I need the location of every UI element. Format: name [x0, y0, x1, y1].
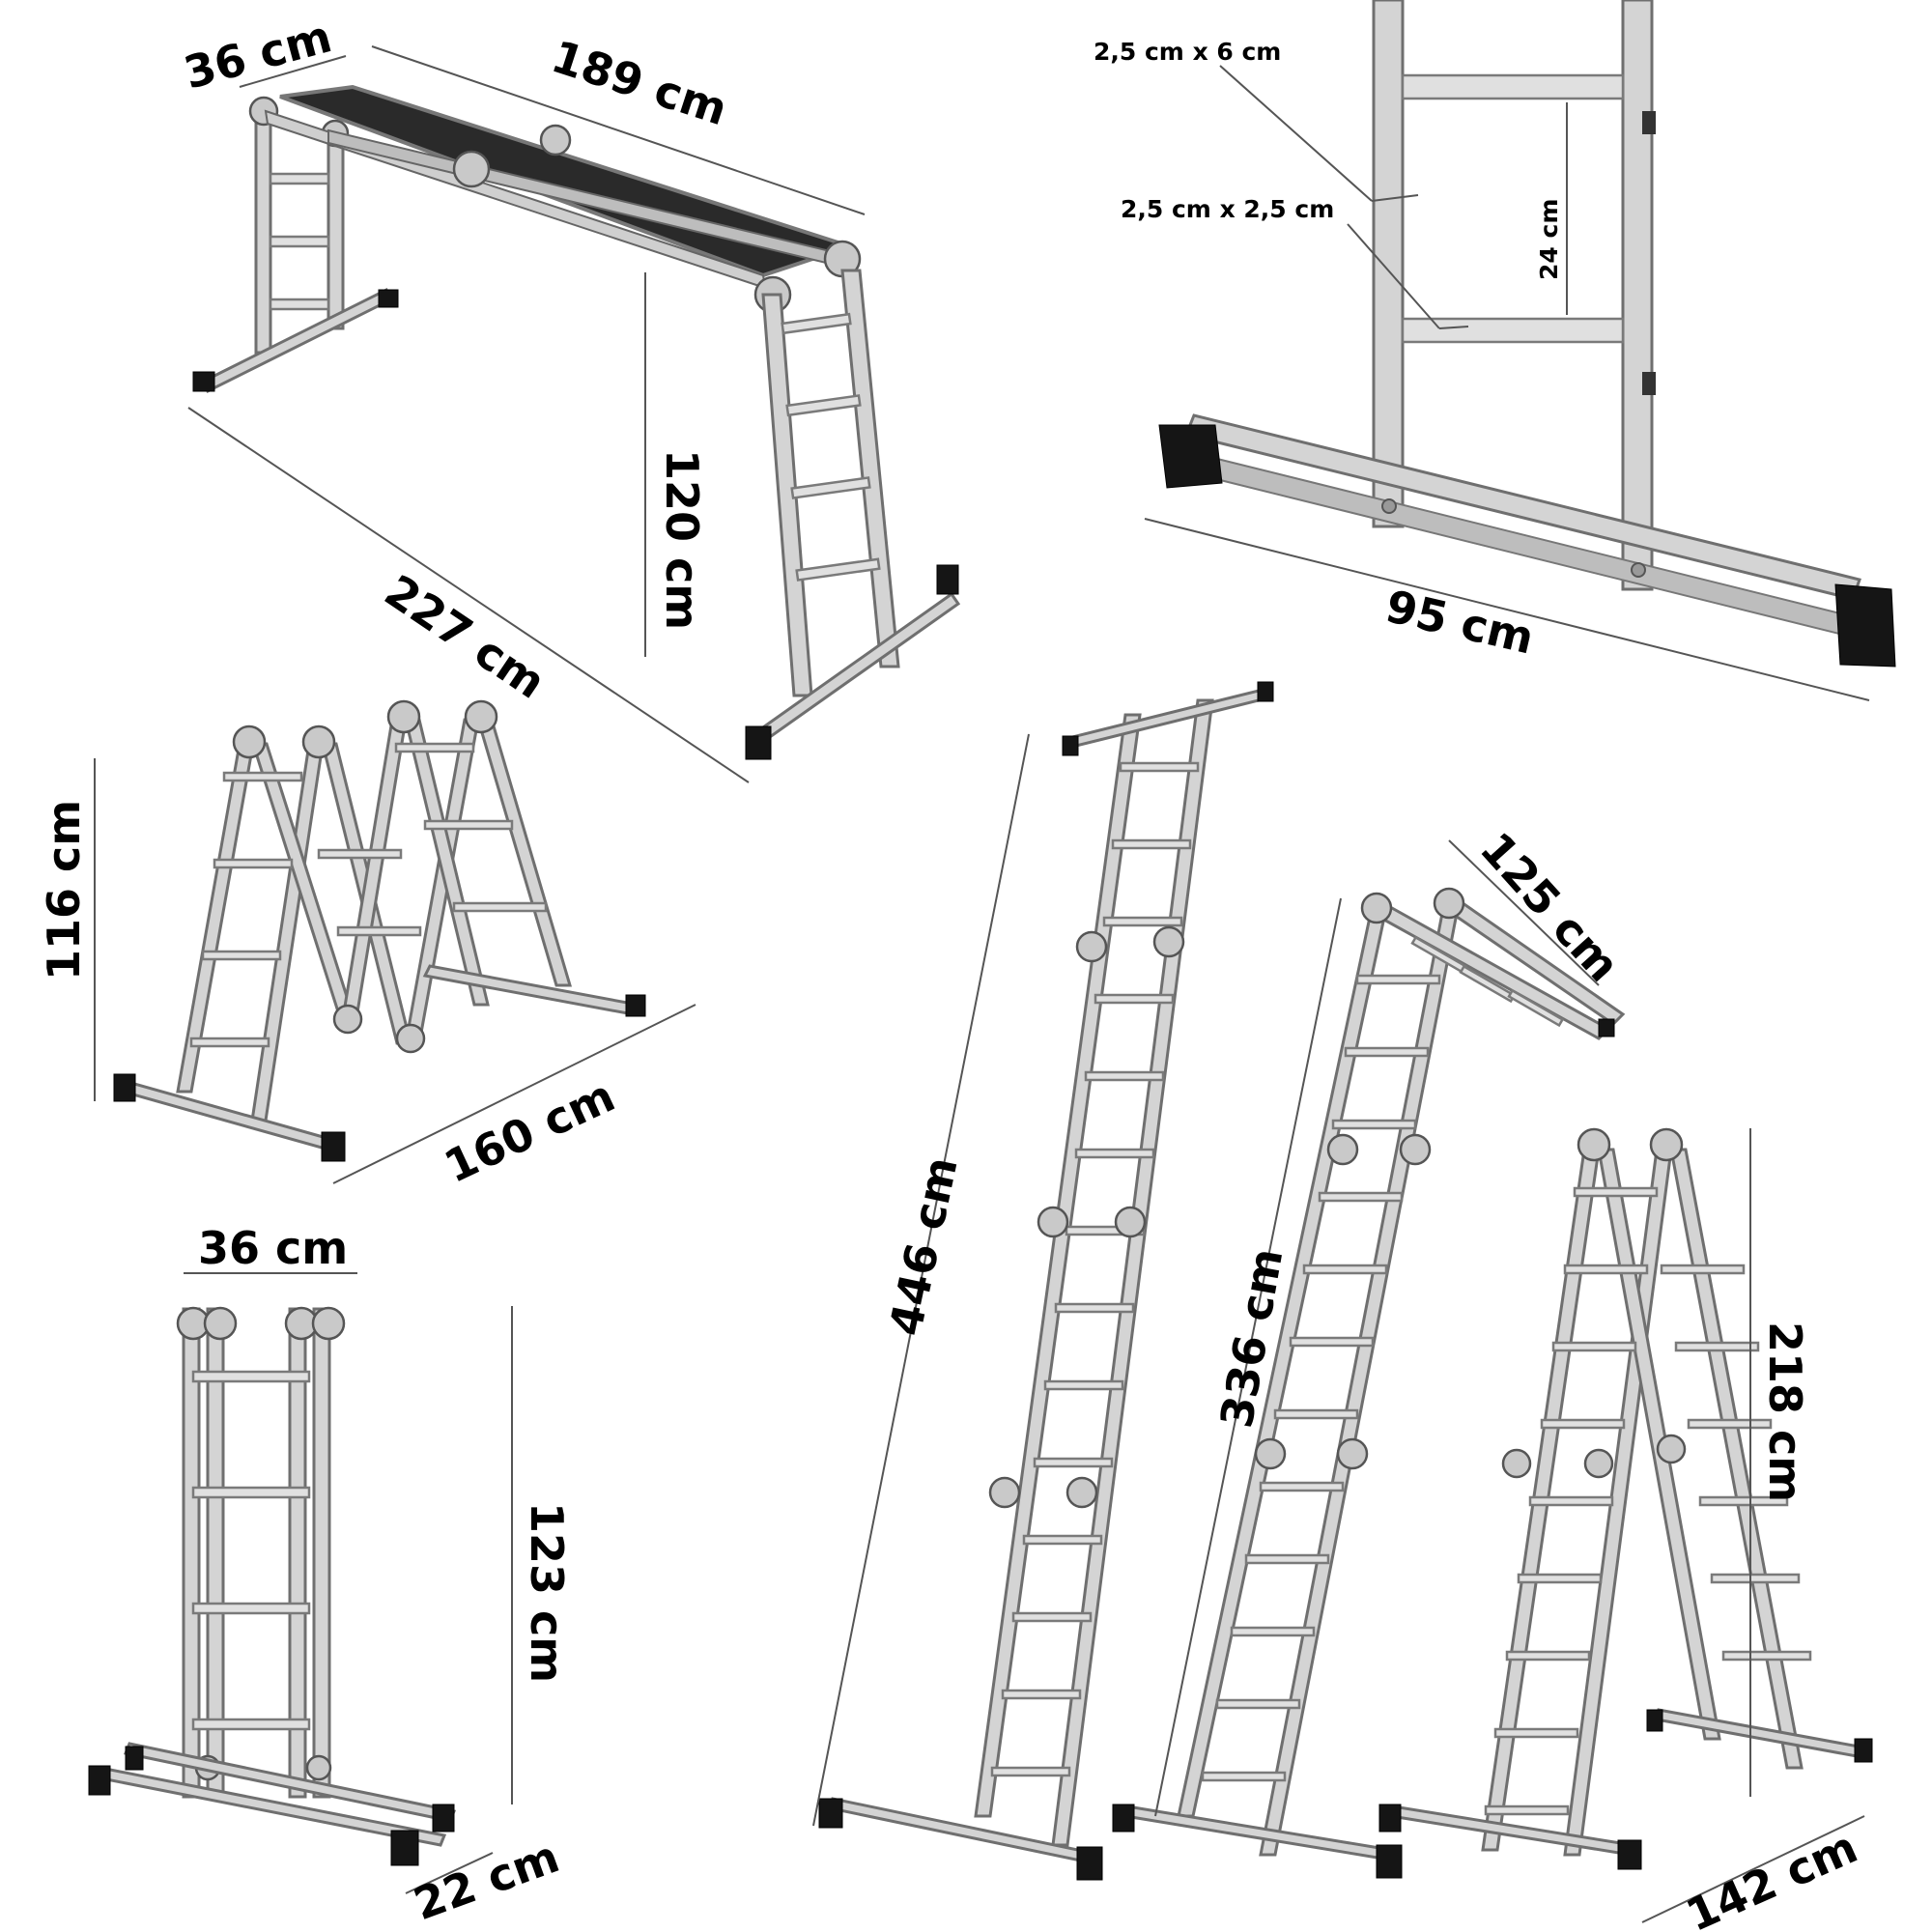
rung-profile-leader	[1347, 223, 1440, 329]
platform-span-line	[187, 407, 750, 783]
mixed-rungs	[1201, 974, 1441, 1782]
rung-spacing-label: 24 cm	[1535, 199, 1563, 280]
m-height-label: 116 cm	[38, 800, 90, 980]
mixed-configuration: 336 cm 125 cm	[1112, 822, 1630, 1879]
a-frame-base-label: 142 cm	[1679, 1821, 1865, 1932]
platform-configuration: 36 cm 189 cm 120 cm 227 cm	[179, 10, 961, 783]
m-length-line	[332, 1004, 696, 1184]
mixed-arm-line	[1448, 839, 1600, 986]
folded-width-label: 36 cm	[198, 1222, 348, 1274]
mixed-length-line	[1154, 897, 1342, 1817]
folded-height-label: 123 cm	[521, 1502, 573, 1683]
straight-length-label: 446 cm	[879, 1152, 968, 1340]
stabilizer-width-label: 95 cm	[1381, 580, 1539, 665]
zigzag-configuration: 116 cm 160 cm	[38, 699, 696, 1193]
platform-right-leg	[745, 269, 961, 760]
platform-board	[264, 84, 862, 314]
straight-length-line	[812, 733, 1030, 1827]
stabilizer-width-line	[1144, 518, 1870, 701]
a-frame-height-label: 218 cm	[1759, 1321, 1811, 1502]
m-length-label: 160 cm	[437, 1069, 623, 1193]
platform-length-line	[371, 45, 866, 215]
a-frame-configuration: 218 cm 142 cm	[1378, 1127, 1873, 1932]
platform-width-line	[239, 55, 347, 88]
folded-depth-line	[405, 1852, 494, 1894]
folded-depth-label: 22 cm	[407, 1830, 565, 1930]
rung-closeup: 2,5 cm x 6 cm 2,5 cm x 2,5 cm 24 cm 95 c…	[1094, 0, 1896, 701]
a-frame-rungs	[1484, 1186, 1812, 1816]
platform-height-label: 120 cm	[656, 449, 708, 630]
platform-width-label: 36 cm	[179, 10, 337, 99]
straight-rungs	[990, 761, 1200, 1777]
folded-configuration: 36 cm 123 cm 22 cm	[88, 1222, 573, 1930]
stabilizer-bar	[1158, 413, 1896, 668]
rail-profile-leader	[1219, 65, 1373, 202]
rail-profile-label: 2,5 cm x 6 cm	[1094, 38, 1281, 66]
platform-span-label: 227 cm	[376, 564, 554, 708]
a-frame-base-line	[1641, 1815, 1865, 1923]
platform-length-label: 189 cm	[546, 30, 734, 135]
rung-profile-label: 2,5 cm x 2,5 cm	[1121, 195, 1334, 223]
